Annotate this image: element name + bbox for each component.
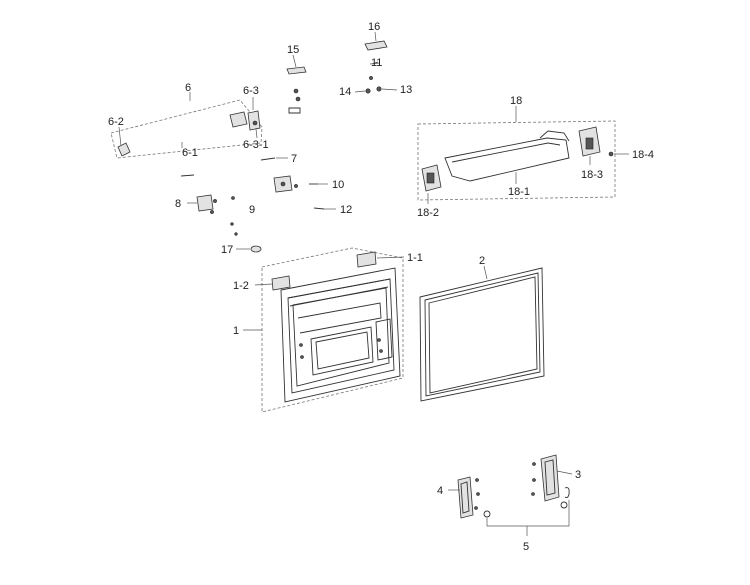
label-15: 15 bbox=[287, 44, 299, 56]
label-7: 7 bbox=[291, 153, 297, 165]
label-10: 10 bbox=[332, 179, 344, 191]
label-1-2: 1-2 bbox=[233, 280, 249, 292]
label-16: 16 bbox=[368, 21, 380, 33]
label-18: 18 bbox=[510, 95, 522, 107]
part-6-group bbox=[110, 92, 263, 159]
label-18-3: 18-3 bbox=[581, 169, 603, 181]
part-1-door-group bbox=[243, 247, 405, 413]
label-9: 9 bbox=[249, 204, 255, 216]
part-9-hinge bbox=[273, 175, 298, 193]
label-2: 2 bbox=[479, 255, 485, 267]
label-6-2: 6-2 bbox=[108, 116, 124, 128]
label-14: 14 bbox=[339, 86, 351, 98]
label-1: 1 bbox=[233, 325, 239, 337]
part-11-pin bbox=[369, 61, 381, 65]
part-17-clip bbox=[236, 245, 262, 253]
part-14-washer bbox=[354, 88, 371, 94]
part-8-bracket bbox=[187, 194, 235, 214]
label-18-4: 18-4 bbox=[632, 149, 654, 161]
label-6-3: 6-3 bbox=[243, 85, 259, 97]
label-18-1: 18-1 bbox=[508, 186, 530, 198]
label-1-1: 1-1 bbox=[407, 252, 423, 264]
label-8: 8 bbox=[175, 198, 181, 210]
part-3-hinge bbox=[531, 454, 573, 502]
label-3: 3 bbox=[575, 469, 581, 481]
part-15-cover bbox=[286, 54, 307, 75]
part-13-screw bbox=[376, 86, 398, 92]
label-11: 11 bbox=[371, 57, 382, 69]
part-12-screw bbox=[313, 207, 336, 210]
label-18-2: 18-2 bbox=[417, 207, 439, 219]
label-4: 4 bbox=[437, 485, 443, 497]
part-7-rod bbox=[260, 157, 288, 161]
part-pin-small bbox=[180, 174, 195, 177]
screw-icon bbox=[234, 232, 238, 236]
part-16-cover bbox=[364, 31, 388, 51]
part-2-gasket bbox=[419, 265, 545, 402]
label-6: 6 bbox=[185, 82, 191, 94]
label-17: 17 bbox=[221, 244, 233, 256]
label-12: 12 bbox=[340, 204, 352, 216]
screw-icon bbox=[369, 76, 373, 80]
label-6-1: 6-1 bbox=[182, 147, 198, 159]
part-5-pins bbox=[483, 500, 570, 536]
screw-icon bbox=[230, 222, 234, 226]
label-6-3-1: 6-3-1 bbox=[243, 139, 269, 151]
part-18-group bbox=[417, 106, 629, 204]
hinge-small-parts bbox=[288, 88, 301, 114]
label-5: 5 bbox=[523, 541, 529, 553]
part-4-hinge bbox=[448, 476, 480, 519]
label-13: 13 bbox=[400, 84, 412, 96]
